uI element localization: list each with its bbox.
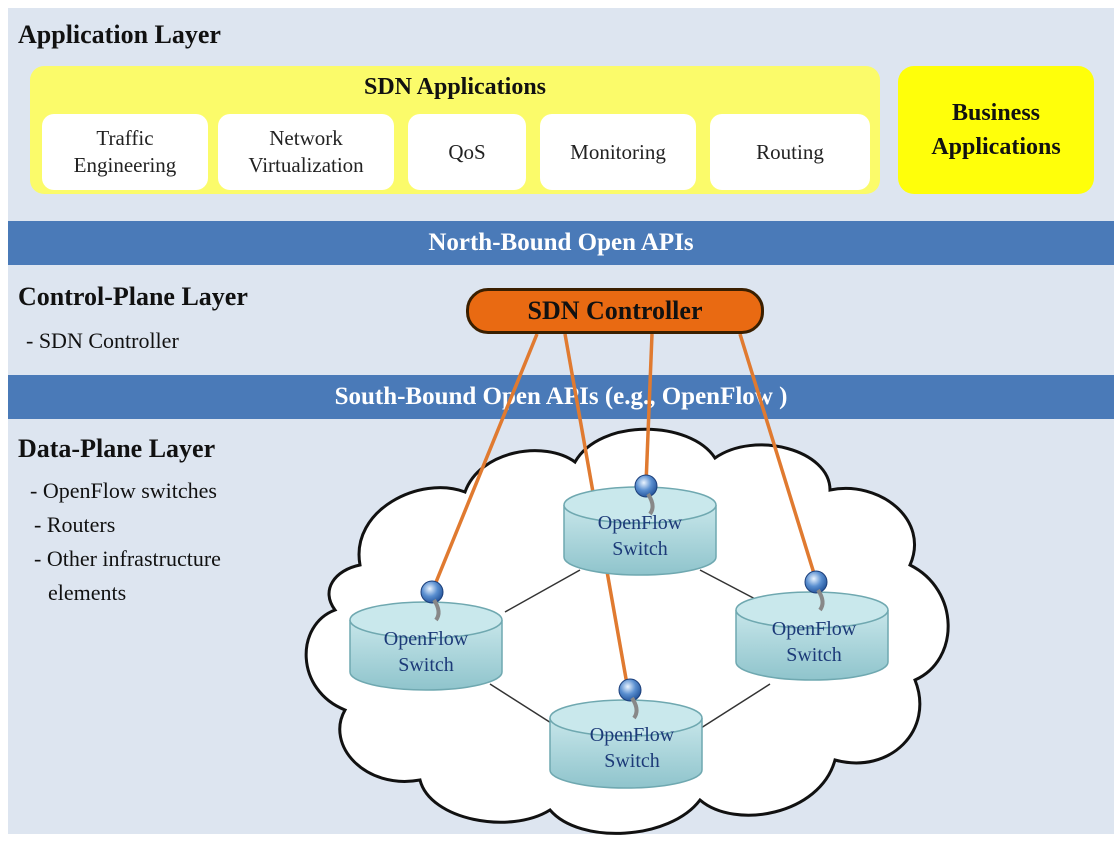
openflow-icon (618, 678, 642, 720)
openflow-icon (804, 570, 828, 612)
business-line2: Applications (931, 134, 1061, 160)
app-item-line1: QoS (448, 139, 486, 164)
app-item-line1: Network (269, 126, 343, 150)
sdn-controller-label: SDN Controller (527, 296, 703, 325)
openflow-icon (634, 474, 658, 516)
data-plane-item: - OpenFlow switches (30, 478, 217, 503)
data-plane-item: - Other infrastructure (34, 546, 221, 571)
mesh-link (504, 569, 581, 613)
application-layer-title: Application Layer (18, 20, 221, 49)
switch-label-line2: Switch (604, 750, 660, 772)
data-plane-item: - Routers (34, 512, 116, 537)
switch-label-line2: Switch (786, 644, 842, 666)
openflow-switch (349, 601, 503, 691)
app-item-line1: Routing (756, 139, 824, 164)
sdn-applications-title: SDN Applications (363, 74, 547, 100)
business-line1: Business (951, 100, 1041, 126)
openflow-switch (549, 699, 703, 789)
mesh-link (689, 683, 771, 736)
control-plane-item: - SDN Controller (26, 328, 179, 353)
data-plane-layer-title: Data-Plane Layer (18, 434, 216, 463)
north-bound-api-band: North-Bound Open APIs (8, 221, 1114, 265)
app-monitoring: Monitoring (540, 114, 696, 190)
control-plane-layer-title: Control-Plane Layer (18, 282, 248, 311)
app-item-line1: Monitoring (570, 139, 666, 164)
switch-label-line2: Switch (398, 654, 454, 676)
app-routing: Routing (710, 114, 870, 190)
app-item-line2: Engineering (73, 153, 177, 177)
app-item-line2: Virtualization (248, 153, 364, 177)
controller-link (644, 333, 654, 485)
controller-link (430, 333, 539, 593)
controller-link (738, 333, 818, 581)
switch-label-line1: OpenFlow (589, 724, 675, 746)
sdn-controller-node: SDN Controller (466, 288, 764, 334)
switch-label-line1: OpenFlow (383, 628, 469, 650)
switch-label-line1: OpenFlow (597, 512, 683, 534)
north-bound-api-label: North-Bound Open APIs (428, 229, 694, 256)
switch-label-line1: OpenFlow (771, 618, 857, 640)
data-plane-item: elements (48, 580, 127, 605)
south-bound-api-band: South-Bound Open APIs (e.g., OpenFlow ) (8, 375, 1114, 419)
app-item-line1: Traffic (96, 126, 154, 150)
openflow-icon (420, 580, 444, 622)
openflow-switch (735, 591, 889, 681)
app-qos: QoS (408, 114, 526, 190)
switch-label-line2: Switch (612, 538, 668, 560)
data-plane-cloud (304, 427, 950, 835)
south-bound-api-label: South-Bound Open APIs (e.g., OpenFlow ) (334, 383, 788, 410)
openflow-switch (563, 486, 717, 576)
